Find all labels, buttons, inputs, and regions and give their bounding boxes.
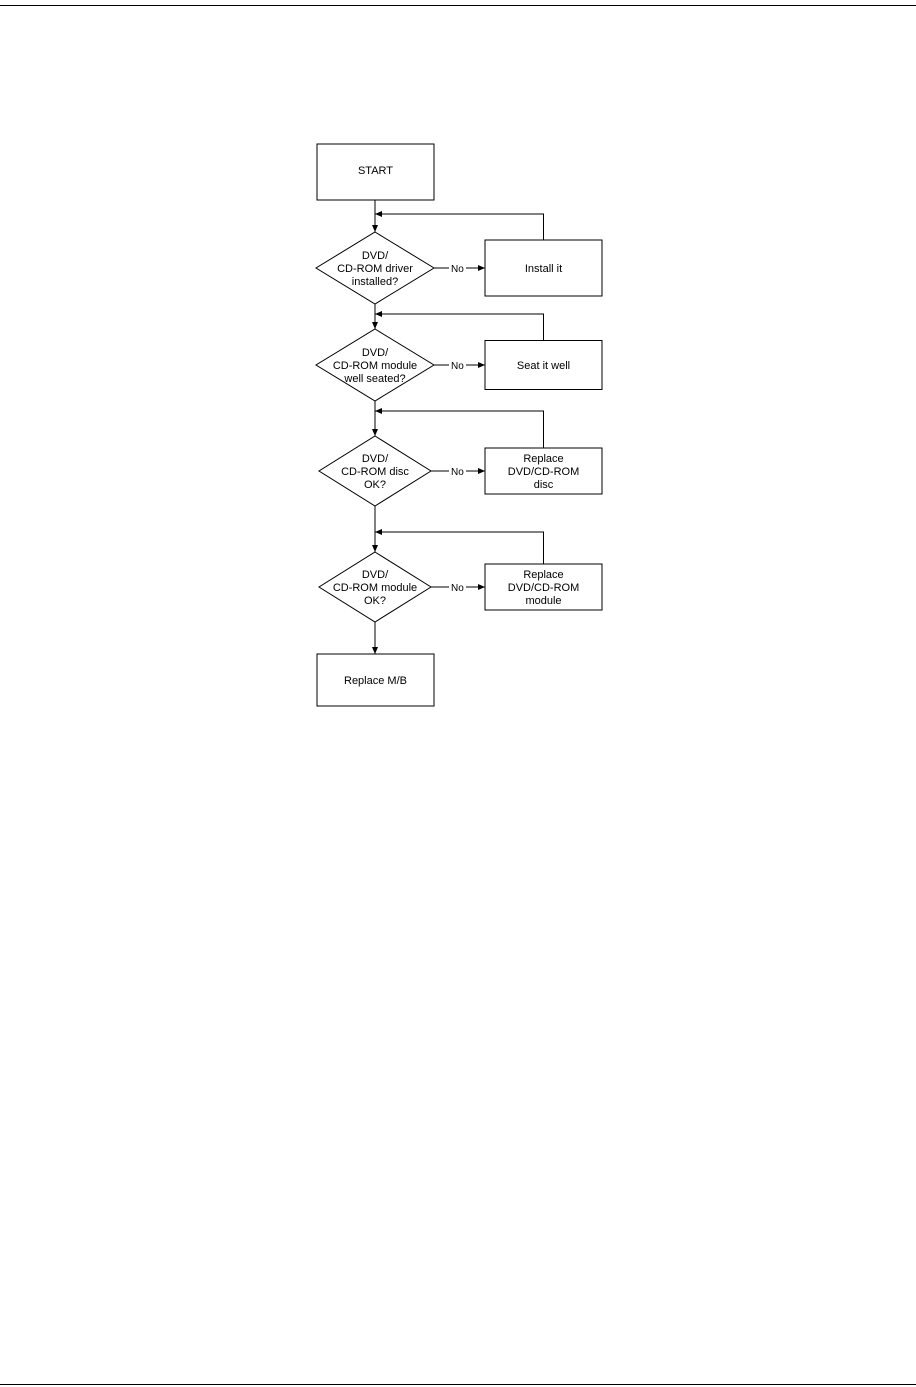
action-box [484, 239, 603, 297]
end-label: Replace M/B [344, 675, 407, 687]
decision-label: CD-ROM disc [341, 466, 409, 478]
no-branch-label: No [451, 264, 464, 275]
decision-label: installed? [352, 276, 398, 288]
no-branch-label: No [451, 467, 464, 478]
decision-label: DVD/ [362, 347, 389, 359]
action-box [484, 340, 603, 390]
action-label: Install it [525, 263, 562, 275]
decision-label: well seated? [343, 373, 405, 385]
decision-label: OK? [364, 479, 386, 491]
decision-label: DVD/ [362, 250, 389, 262]
start-label: START [358, 165, 393, 177]
feedback-loop [375, 529, 544, 564]
header-rule [0, 5, 916, 6]
decision-label: CD-ROM module [333, 360, 417, 372]
decision-label: OK? [364, 595, 386, 607]
no-branch-label: No [451, 583, 464, 594]
feedback-loop [375, 408, 544, 448]
action-label: DVD/CD-ROM [508, 582, 580, 594]
action-label: DVD/CD-ROM [508, 466, 580, 478]
end-box [316, 653, 435, 707]
decision-label: CD-ROM module [333, 582, 417, 594]
decision-label: DVD/ [362, 569, 389, 581]
action-label: disc [534, 479, 554, 491]
decision-label: CD-ROM driver [337, 263, 413, 275]
no-branch-label: No [451, 361, 464, 372]
action-label: module [525, 595, 561, 607]
action-box [484, 447, 603, 495]
footer-rule [0, 1384, 916, 1385]
action-label: Replace [523, 453, 563, 465]
action-label: Seat it well [517, 360, 570, 372]
decision-label: DVD/ [362, 453, 389, 465]
action-label: Replace [523, 569, 563, 581]
action-box [484, 563, 603, 611]
feedback-loop [375, 311, 544, 341]
feedback-loop [375, 211, 544, 240]
